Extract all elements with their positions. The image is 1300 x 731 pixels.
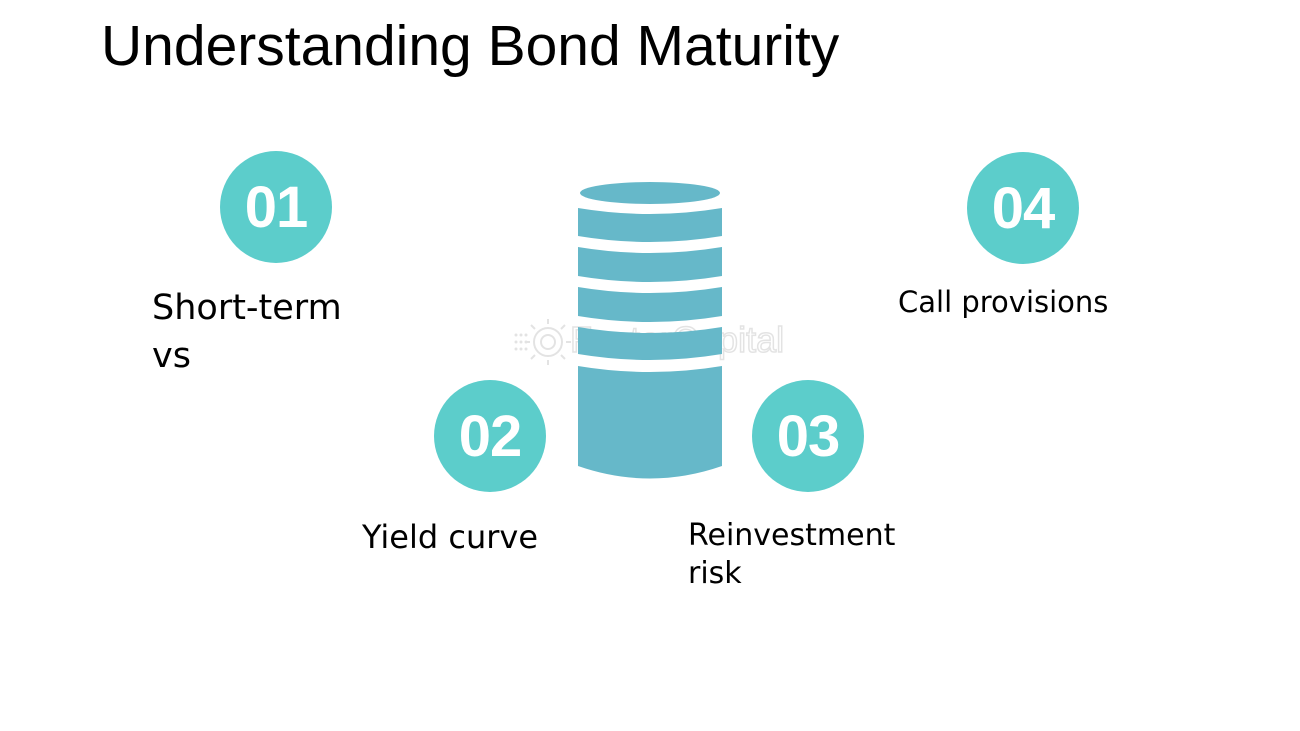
step-number-04: 04	[991, 175, 1056, 241]
step-label-03: Reinvestment risk	[688, 518, 896, 591]
step-number-02: 02	[458, 403, 523, 469]
gear-logo-icon	[514, 319, 571, 365]
slide-title: Understanding Bond Maturity	[101, 14, 840, 78]
step-badge-01: 01	[220, 151, 332, 263]
step-badge-02: 02	[434, 380, 546, 492]
database-icon	[578, 182, 722, 479]
step-label-01: Short-term vs	[152, 288, 342, 376]
step-number-01: 01	[244, 174, 309, 240]
step-label-04: Call provisions	[898, 285, 1109, 319]
step-badge-04: 04	[967, 152, 1079, 264]
step-number-03: 03	[776, 403, 841, 469]
step-badge-03: 03	[752, 380, 864, 492]
step-label-02: Yield curve	[362, 518, 539, 556]
